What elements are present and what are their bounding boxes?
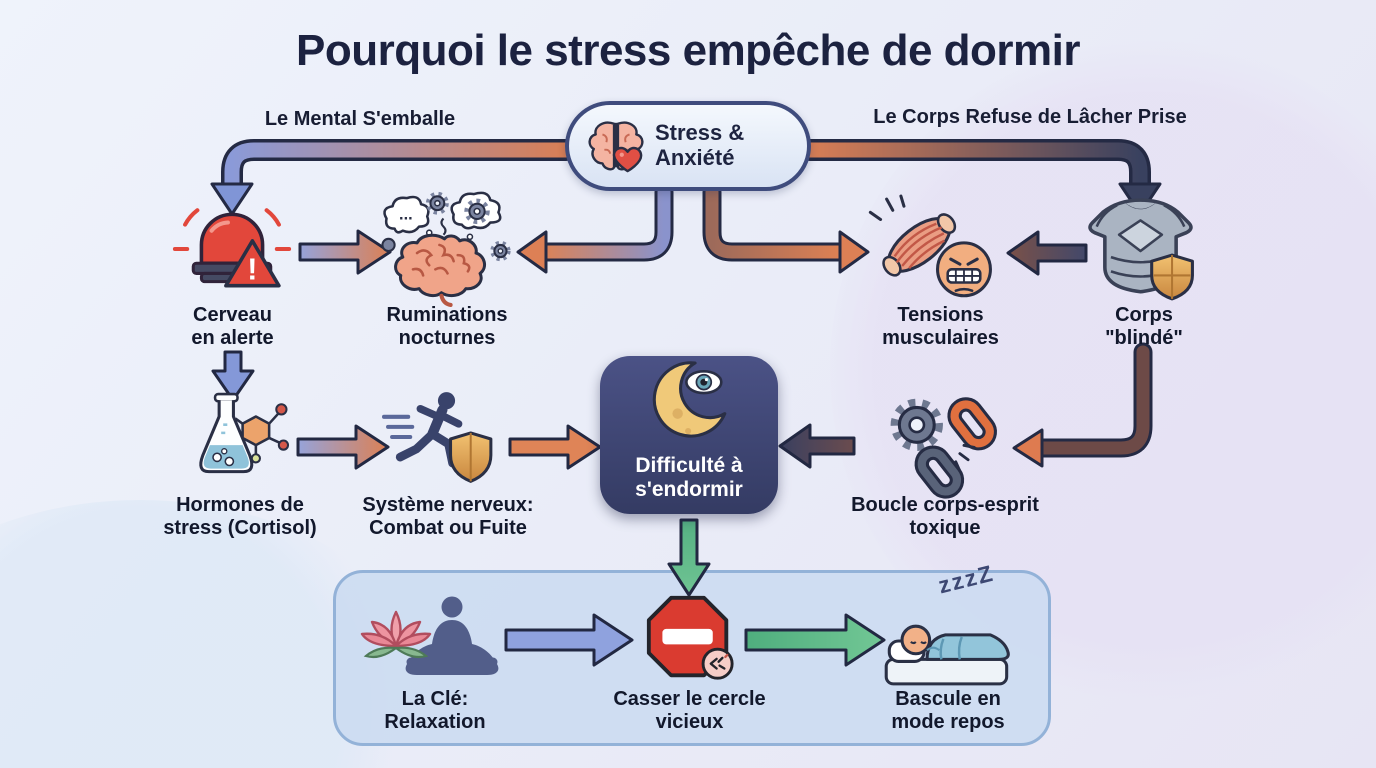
thought-dots: ... <box>399 206 413 224</box>
branch-label-corps: Le Corps Refuse de Lâcher Prise <box>873 106 1187 128</box>
stop-sign-icon <box>644 592 736 691</box>
arrow-hormones-to-systeme <box>296 424 390 470</box>
node-ruminations-label: Ruminations nocturnes <box>386 304 508 349</box>
node-bascule-label: Bascule en mode repos <box>891 688 1005 733</box>
flask-molecule-icon <box>178 390 296 495</box>
node-boucle-label: Boucle corps-esprit toxique <box>851 494 1039 539</box>
runner-shield-icon <box>382 388 508 495</box>
node-corps-label: Corps "blindé" <box>1105 304 1183 349</box>
node-casser-label: Casser le cercle vicieux <box>613 688 766 733</box>
arrow-cerveau-to-ruminations <box>298 229 392 275</box>
arrowhead-down-cerveau <box>210 182 254 216</box>
sleeping-person-icon <box>880 592 1018 695</box>
moon-eye-icon <box>652 361 727 438</box>
arrow-difficulte-to-casser <box>667 518 711 597</box>
arrow-systeme-to-difficulte <box>508 424 602 470</box>
node-stress-anxiete: Stress & Anxiété <box>565 101 811 191</box>
branch-label-mental: Le Mental S'emballe <box>264 108 456 130</box>
brain-thoughts-icon: ... <box>376 190 514 313</box>
muscle-face-icon <box>862 194 1010 315</box>
node-stress-anxiete-label: Stress & Anxiété <box>655 120 745 170</box>
arrow-casser-to-bascule <box>744 613 886 667</box>
pipe-root-to-ruminations <box>516 182 674 274</box>
node-difficulte: Difficulté à s'endormir <box>600 356 778 514</box>
arrow-corps-to-tensions <box>1006 230 1088 276</box>
node-systeme-label: Système nerveux: Combat ou Fuite <box>362 494 534 539</box>
lotus-meditation-icon <box>356 586 508 691</box>
arrowhead-right-tensions <box>838 230 870 274</box>
pipe-corps-to-boucle <box>1012 342 1153 468</box>
gear-broken-chain-icon <box>886 396 1004 509</box>
arrow-cerveau-to-hormones <box>211 350 255 402</box>
node-tensions-label: Tensions musculaires <box>882 304 999 349</box>
pipe-root-to-mental <box>210 139 577 216</box>
node-cle-label: La Clé: Relaxation <box>384 688 486 733</box>
armor-shield-icon <box>1082 194 1200 311</box>
arrowhead-left-ruminations <box>516 230 548 274</box>
alarm-icon: ! <box>170 196 294 307</box>
brain-heart-icon <box>588 121 644 173</box>
arrow-cle-to-casser <box>504 613 634 667</box>
node-hormones-label: Hormones de stress (Cortisol) <box>163 494 317 539</box>
page-title: Pourquoi le stress empêche de dormir <box>295 26 1081 75</box>
arrowhead-left-boucle <box>1012 428 1044 468</box>
arrow-boucle-to-difficulte <box>778 423 856 469</box>
alarm-exclamation: ! <box>247 253 257 287</box>
pipe-root-to-tensions <box>702 182 870 274</box>
node-cerveau-label: Cerveau en alerte <box>191 304 274 349</box>
node-difficulte-label: Difficulté à s'endormir <box>635 454 743 502</box>
